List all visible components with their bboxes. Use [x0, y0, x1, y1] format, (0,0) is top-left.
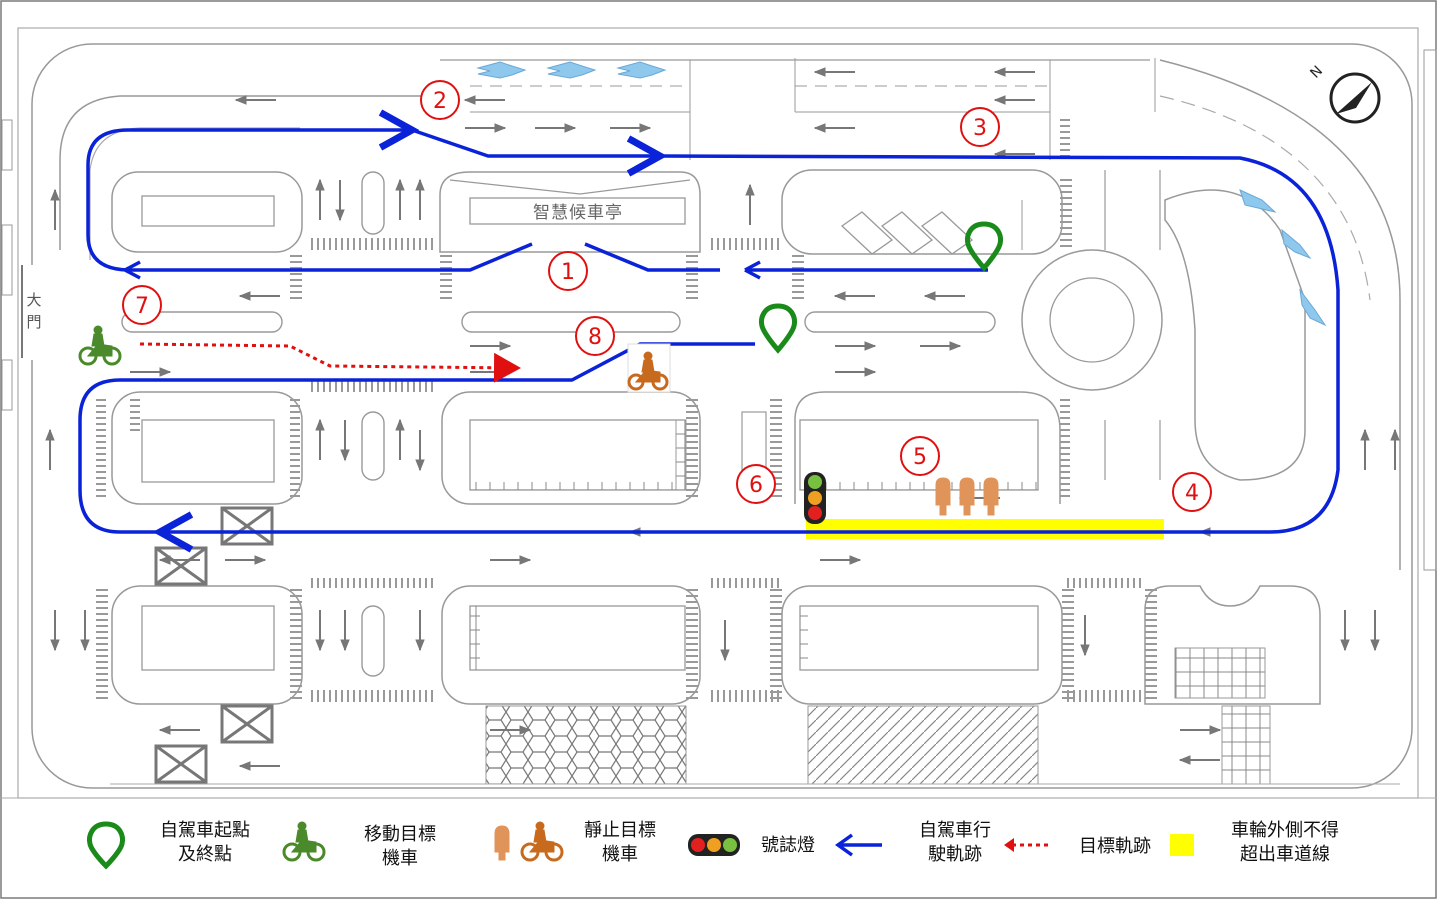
- dotted-arrow-icon: [1004, 838, 1052, 852]
- checkpoint-marker-3: 3: [960, 107, 1000, 147]
- legend-boundary: 車輪外側不得超出車道線: [1231, 820, 1339, 865]
- motorcycle-icon: [494, 825, 510, 861]
- svg-text:5: 5: [913, 445, 927, 470]
- checkpoint-marker-8: 8: [575, 316, 615, 356]
- legend-av-path: 自駕車行駛軌跡: [919, 820, 991, 865]
- legend-target-path: 目標軌跡: [1079, 836, 1151, 857]
- svg-text:4: 4: [1185, 481, 1199, 506]
- svg-text:8: 8: [588, 325, 602, 350]
- checkpoint-marker-4: 4: [1172, 472, 1212, 512]
- main-gate-label: 大門: [26, 291, 41, 331]
- boundary-line-zone: [806, 519, 1164, 539]
- checkpoint-marker-7: 7: [122, 285, 162, 325]
- legend: 自駕車起點及終點 移動目標機車 靜止目標機車: [0, 797, 1437, 870]
- target-path: [139, 342, 521, 383]
- checkpoint-marker-2: 2: [420, 80, 460, 120]
- map-pin-icon: [87, 821, 125, 870]
- checkpoint-marker-5: 5: [900, 436, 940, 476]
- checkpoint-marker-1: 1: [548, 251, 588, 291]
- arrow-left-icon: [834, 833, 882, 857]
- map-pin-icon: [965, 221, 1003, 272]
- svg-text:2: 2: [433, 89, 447, 114]
- motorcycle-icon: [520, 821, 564, 862]
- motorcycle-icon: [282, 821, 326, 862]
- legend-start-end: 自駕車起點及終點: [160, 820, 250, 865]
- legend-signal: 號誌燈: [761, 835, 815, 856]
- legend-moving-target: 移動目標機車: [364, 824, 436, 869]
- svg-text:7: 7: [135, 294, 149, 319]
- av-path: [78, 130, 1340, 532]
- motorcycle-icon: [627, 343, 671, 393]
- map-area: [1, 27, 1437, 799]
- svg-text:6: 6: [749, 473, 763, 498]
- map-pin-icon: [759, 303, 797, 354]
- motorcycle-icon: [78, 325, 122, 366]
- traffic-light-icon: [804, 472, 826, 524]
- motorcycle-icon: [935, 477, 999, 516]
- legend-static-target: 靜止目標機車: [584, 820, 656, 865]
- smart-bus-shelter-label: 智慧候車亭: [533, 203, 623, 223]
- checkpoint-markers: 1 2 3 4 5 6 7 8: [122, 80, 1212, 512]
- legend-boundary-swatch: [1170, 834, 1194, 856]
- checkpoint-marker-6: 6: [736, 464, 776, 504]
- svg-text:3: 3: [973, 116, 987, 141]
- svg-text:1: 1: [561, 260, 575, 285]
- traffic-light-icon: [688, 834, 740, 856]
